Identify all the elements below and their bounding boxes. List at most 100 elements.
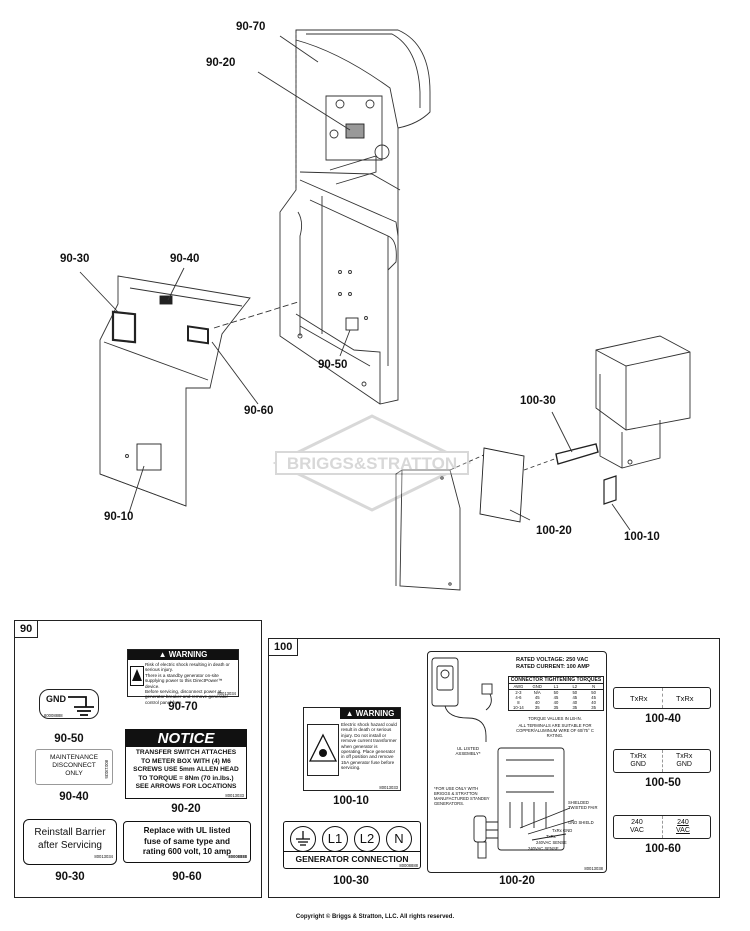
torque-cell: 10-14	[513, 705, 524, 710]
sense-note-1: 240VAC SENSE	[536, 840, 567, 845]
label-90-10-marker	[136, 443, 162, 471]
warning-100-header: WARNING	[355, 709, 395, 718]
torque-title: CONNECTOR TIGHTENING TORQUES	[509, 677, 603, 684]
watermark-text: BRIGGS&STRATTON	[287, 454, 457, 473]
torque-note: TORQUE VALUES IN LB-IN.	[528, 716, 582, 721]
label-90-20-marker	[345, 123, 365, 139]
txrx-gnd-tag-right: TxRx GND	[676, 753, 693, 768]
sticker-100-20	[479, 447, 525, 523]
label-90-50-marker	[345, 317, 359, 331]
wiring-pn: 80013038	[584, 866, 603, 871]
callout-90-70: 90-70	[236, 21, 265, 33]
fuse-line-3: rating 600 volt, 10 amp	[142, 847, 232, 856]
l2-symbol: L2	[354, 826, 380, 852]
label-100-20: 100-20	[499, 875, 535, 887]
transfer-switch-panel	[395, 469, 461, 591]
use-note: *FOR USE ONLY WITH BRIGGS & STRATTON MAN…	[434, 786, 490, 806]
callout-90-60: 90-60	[244, 405, 273, 417]
notice-line-3: SCREWS USE 5mm ALLEN HEAD	[133, 766, 239, 774]
wiring-diagram-decal: RATED VOLTAGE: 250 VAC RATED CURRENT: 10…	[427, 651, 607, 873]
panel-90-tag: 90	[15, 621, 39, 638]
label-90-20: 90-20	[171, 803, 201, 815]
torque-cell: 35	[553, 705, 559, 710]
gnd-text: GND	[46, 694, 66, 704]
notice-decal: NOTICE TRANSFER SWITCH ATTACHES TO METER…	[125, 729, 247, 799]
rated-voltage: RATED VOLTAGE: 250 VAC	[516, 657, 589, 663]
meter-box-body	[279, 29, 431, 405]
warning-100-pn: 80013033	[379, 785, 398, 790]
txrx-note: TxRx	[546, 834, 556, 839]
generator-connection-decal: L1 L2 N GENERATOR CONNECTION 80008888	[283, 821, 421, 869]
callout-90-50: 90-50	[318, 359, 347, 371]
txrx-tag-left: TxRx	[630, 694, 648, 703]
barrier-decal: Reinstall Barrier after Servicing 800130…	[23, 819, 117, 865]
label-100-50: 100-50	[645, 777, 681, 789]
torque-cell: 35	[572, 705, 578, 710]
shock-hazard-icon	[130, 666, 144, 686]
torque-cell: 45	[553, 695, 559, 700]
vac-tag-left: 240 VAC	[630, 819, 644, 834]
torque-h-l2: L2	[572, 684, 578, 689]
torque-table: CONNECTOR TIGHTENING TORQUES AWG GND L1 …	[508, 676, 604, 711]
torque-cell: N/A	[533, 690, 541, 695]
label-90-40: 90-40	[59, 791, 89, 803]
torque-h-gnd: GND	[532, 684, 542, 689]
torque-cell: 45	[534, 695, 540, 700]
warning-line-3: Before servicing, disconnect power at ge…	[145, 689, 228, 705]
sense-note-2: 240VAC SENSE	[528, 846, 559, 851]
ul-note: UL LISTED ASSEMBLY*	[455, 746, 481, 756]
notice-line-2: TO METER BOX WITH (4) M6	[141, 757, 231, 765]
barrier-pn: 80013034	[94, 854, 113, 859]
warning-pn: 80013034	[217, 691, 236, 696]
torque-cell: 45	[591, 695, 596, 700]
label-100-30-marker	[555, 443, 599, 465]
txrx-tag-right: TxRx	[676, 694, 694, 703]
notice-line-4: TO TORQUE = 8Nm (70 in.lbs.)	[138, 774, 234, 782]
warning-line-1: Risk of electric shock resulting in deat…	[145, 662, 230, 673]
torque-row: 8 40 40 40 40	[509, 700, 603, 705]
warning-100-triangle-icon: ▲	[345, 709, 356, 718]
torque-cell: 40	[591, 700, 596, 705]
label-100-60: 100-60	[645, 843, 681, 855]
torque-cell: 50	[572, 690, 578, 695]
maintenance-line-2: DISCONNECT	[52, 762, 96, 769]
panel-100: 100 ▲ WARNING Electric shock hazard coul…	[268, 638, 720, 898]
vac-tag-right: 240 VAC	[676, 819, 690, 834]
wiring-drawing	[431, 657, 575, 859]
barrier-plate	[99, 275, 251, 507]
torque-cell: 35	[534, 705, 540, 710]
notice-line-1: TRANSFER SWITCH ATTACHES	[135, 749, 237, 756]
maintenance-decal: MAINTENANCE DISCONNECT ONLY 80013035	[35, 749, 113, 785]
hazard-pictogram-icon	[307, 724, 339, 776]
label-90-30-marker	[111, 310, 137, 344]
fuse-pn: 80008888	[228, 853, 247, 859]
torque-header-row: AWG GND L1 L2 N	[509, 684, 603, 690]
torque-h-awg: AWG	[513, 684, 524, 689]
torque-cell: 8	[517, 700, 520, 705]
torque-cell: 50	[591, 690, 596, 695]
terminal-note: ALL TERMINALS ARE SUITABLE FOR COPPER/AL…	[516, 723, 594, 738]
notice-line-5: SEE ARROWS FOR LOCATIONS	[135, 783, 237, 791]
label-100-30: 100-30	[333, 875, 369, 887]
gnd-shield-note: GND SHIELD	[568, 820, 594, 825]
label-90-60: 90-60	[172, 871, 202, 883]
label-90-50: 90-50	[54, 733, 84, 745]
torque-cell: 45	[572, 695, 578, 700]
callout-90-20: 90-20	[206, 57, 235, 69]
txrx-gnd-note: TxRx GND	[552, 828, 573, 833]
maintenance-line-1: MAINTENANCE	[50, 754, 98, 761]
callout-100-20: 100-20	[536, 525, 572, 537]
callout-90-40: 90-40	[170, 253, 199, 265]
ground-circle-icon	[290, 826, 316, 852]
label-100-10: 100-10	[333, 795, 369, 807]
ground-symbol-icon	[68, 696, 94, 716]
watermark-logo: BRIGGS&STRATTON	[272, 414, 472, 512]
rated-current: RATED CURRENT: 100 AMP	[516, 664, 590, 670]
label-100-10-marker	[603, 475, 617, 505]
maintenance-pn: 80013035	[104, 760, 109, 779]
label-90-70: 90-70	[168, 701, 198, 713]
torque-cell: 50	[553, 690, 559, 695]
label-90-40-marker	[159, 295, 173, 305]
torque-cell: 40	[553, 700, 559, 705]
